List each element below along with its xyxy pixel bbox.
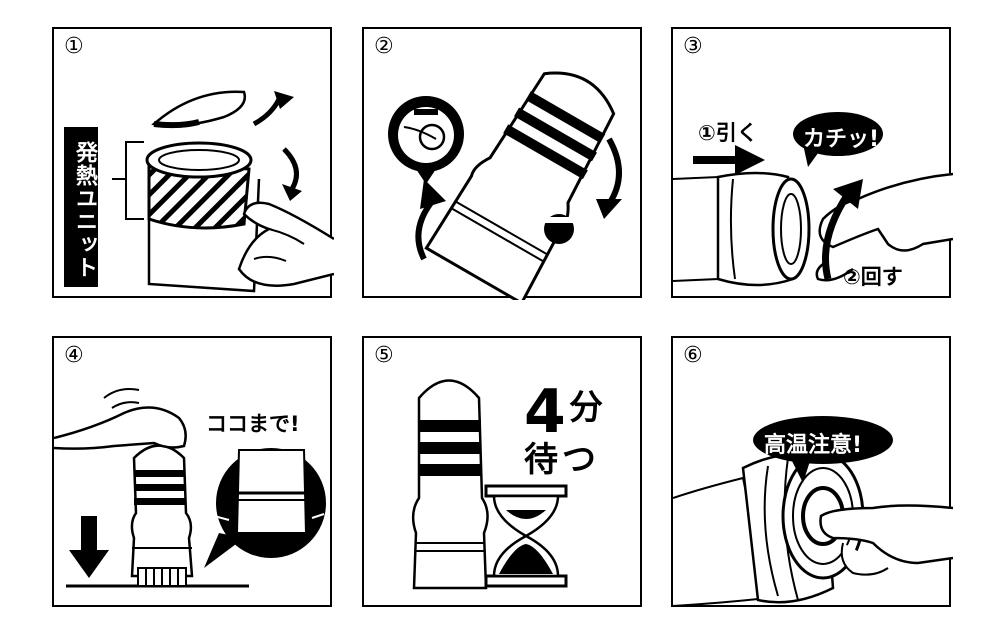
step-4-panel: ④ ココまで! (52, 336, 332, 607)
turn-label: ②回す (843, 265, 903, 289)
step-2-illustration (388, 71, 622, 300)
step-3-panel: ③ ①引く カチッ! ②回す (671, 27, 953, 298)
step-2-panel: ② (362, 27, 642, 300)
step-1-number: ① (64, 34, 84, 59)
high-temp-warning: 高温注意! (764, 433, 863, 458)
wait-label: 待つ (524, 440, 600, 480)
step-3-number: ③ (683, 34, 703, 59)
step-2-number: ② (374, 34, 394, 59)
pull-label: ①引く (698, 121, 758, 145)
step-5-number: ⑤ (374, 343, 394, 368)
step-6-panel: ⑥ 高温注意! (671, 336, 953, 607)
step-3-illustration (673, 112, 953, 287)
step-4-illustration (54, 388, 326, 588)
step-6-number: ⑥ (683, 343, 703, 368)
wait-time-value: 4 (524, 377, 566, 447)
step-4-number: ④ (64, 343, 84, 368)
step-5-illustration (411, 379, 568, 590)
callout-label: ココまで! (206, 412, 300, 436)
step-1-illustration (112, 90, 334, 293)
heating-unit-label: 発熱ユニット (64, 127, 98, 287)
click-sound-label: カチッ! (803, 127, 880, 152)
step-1-panel: ① 発熱ユニット (52, 27, 334, 298)
wait-time-unit: 分 (569, 388, 603, 428)
step-5-panel: ⑤ 4 分 待つ (362, 336, 642, 607)
step-6-illustration (673, 416, 953, 607)
